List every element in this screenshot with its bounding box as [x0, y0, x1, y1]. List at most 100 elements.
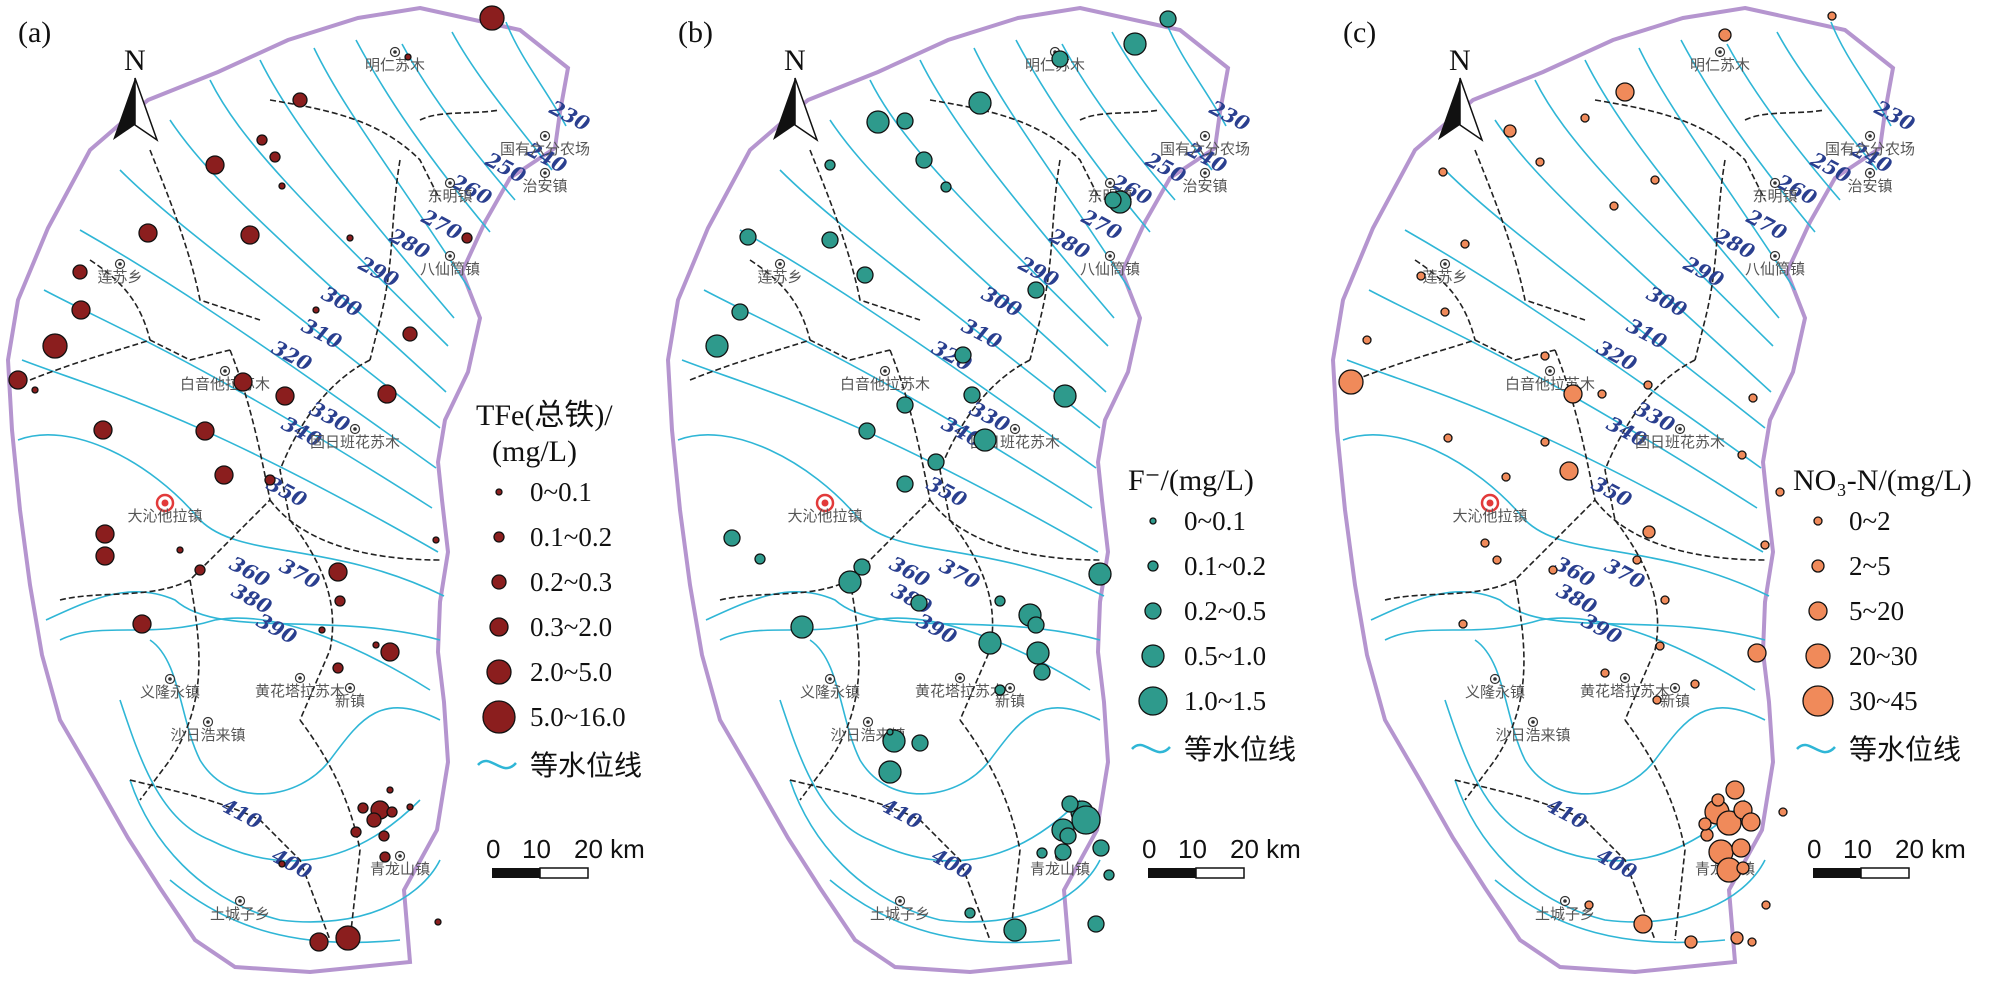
- admin-boundary: [1079, 109, 1161, 121]
- legend-symbol: [1149, 517, 1157, 525]
- sample-point: [963, 386, 981, 404]
- sample-point: [1088, 562, 1112, 586]
- town-label: 新镇: [1660, 692, 1690, 710]
- town-label: 莲苏乡: [97, 268, 142, 286]
- sample-point: [896, 112, 914, 130]
- contour-line: [505, 21, 567, 127]
- legend-symbol: [489, 617, 509, 637]
- sample-point: [994, 595, 1006, 607]
- sample-point: [1633, 914, 1653, 934]
- sample-point: [1698, 817, 1712, 831]
- admin-boundary: [1474, 149, 1586, 321]
- legend-symbol: [495, 488, 503, 496]
- sample-point: [896, 396, 914, 414]
- contour-line: [401, 43, 516, 201]
- town-label: 国有六分农场: [1160, 140, 1250, 158]
- sample-point: [8, 370, 28, 390]
- sample-point: [1053, 384, 1077, 408]
- town-dot-icon: [448, 254, 452, 258]
- scale-label-0: 0: [1142, 834, 1156, 864]
- sample-point: [1559, 461, 1579, 481]
- contour-line: [1384, 617, 1756, 691]
- contour-line: [681, 359, 1099, 553]
- town-label: 大沁他拉镇: [787, 507, 862, 525]
- sample-point: [824, 159, 836, 171]
- sample-point: [1716, 810, 1742, 836]
- legend-item: 0~2: [1849, 506, 1891, 536]
- legend-contour-icon: [477, 759, 517, 770]
- map-b: (b) 230240250260270280290300310320330340…: [665, 5, 1301, 975]
- town-dot-icon: [298, 676, 302, 680]
- town-dot-icon: [1203, 171, 1207, 175]
- scale-label-20: 20 km: [1230, 834, 1301, 864]
- sample-point: [739, 228, 757, 246]
- town-label: 新镇: [335, 692, 365, 710]
- contour-line: [1346, 359, 1764, 553]
- sample-point: [968, 91, 992, 115]
- town-dot-icon: [353, 427, 357, 431]
- map-body: 2302402502602702802903003103203303403503…: [5, 5, 594, 975]
- north-arrow-right-icon: [1459, 77, 1484, 142]
- sample-point: [896, 475, 914, 493]
- admin-boundary: [289, 519, 334, 721]
- sample-point: [1501, 472, 1511, 482]
- town-label: 大沁他拉镇: [127, 507, 202, 525]
- sampling-sites: [8, 5, 505, 952]
- town-label: 土城子乡: [870, 905, 930, 923]
- scale-bar-black: [1813, 868, 1861, 878]
- legend-symbol: [486, 659, 512, 685]
- town-label: 新镇: [995, 692, 1025, 710]
- sample-point: [31, 386, 39, 394]
- sample-point: [1684, 935, 1698, 949]
- admin-boundary: [139, 579, 200, 801]
- sample-point: [858, 422, 876, 440]
- sample-point: [357, 802, 369, 814]
- sample-point: [1440, 307, 1450, 317]
- contour-line: [1444, 169, 1766, 429]
- town-dot-icon: [866, 720, 870, 724]
- town-dot-icon: [1493, 677, 1497, 681]
- town-dot-icon: [1008, 686, 1012, 690]
- legend-contour-label: 等水位线: [1849, 733, 1961, 766]
- admin-boundary: [1354, 339, 1556, 381]
- legend-symbol: [491, 574, 507, 590]
- legend-item: 0~0.1: [530, 477, 592, 507]
- contour-line: [705, 591, 1101, 641]
- sample-point: [176, 546, 184, 554]
- admin-boundary: [689, 339, 891, 381]
- sample-point: [1747, 937, 1757, 947]
- admin-boundary: [949, 519, 994, 721]
- contour-line: [1342, 434, 1770, 597]
- sample-point: [1711, 793, 1725, 807]
- contour-line: [919, 59, 1115, 319]
- contour-line: [1111, 31, 1213, 171]
- legend-contour-icon: [1796, 743, 1836, 754]
- town-label: 青龙山镇: [1030, 860, 1090, 878]
- legend-item: 0.3~2.0: [530, 612, 612, 642]
- sampling-sites: [1338, 11, 1837, 949]
- contour-line: [59, 617, 431, 691]
- town-label: 义隆永镇: [800, 683, 860, 701]
- sample-point: [1540, 351, 1550, 361]
- sample-point: [1092, 839, 1110, 857]
- sample-point: [1725, 780, 1745, 800]
- town-dot-icon: [1773, 181, 1777, 185]
- town-dot-icon: [1673, 686, 1677, 690]
- scale-label-0: 0: [486, 834, 500, 864]
- legend-contour-label: 等水位线: [530, 749, 642, 782]
- sample-point: [882, 729, 906, 753]
- legend-item: 0.1~0.2: [1184, 551, 1266, 581]
- contour-line: [677, 434, 1105, 597]
- scale-bar-black: [1148, 868, 1196, 878]
- town-label: 黄花塔拉苏木: [255, 682, 345, 700]
- sample-point: [838, 570, 862, 594]
- county-seat-dot-icon: [821, 499, 829, 507]
- sample-point: [335, 925, 361, 951]
- contour-line: [1474, 639, 1766, 795]
- sample-point: [1027, 616, 1045, 634]
- sample-point: [233, 372, 253, 392]
- sample-point: [1643, 380, 1653, 390]
- town-label: 沙日浩来镇: [1495, 726, 1570, 744]
